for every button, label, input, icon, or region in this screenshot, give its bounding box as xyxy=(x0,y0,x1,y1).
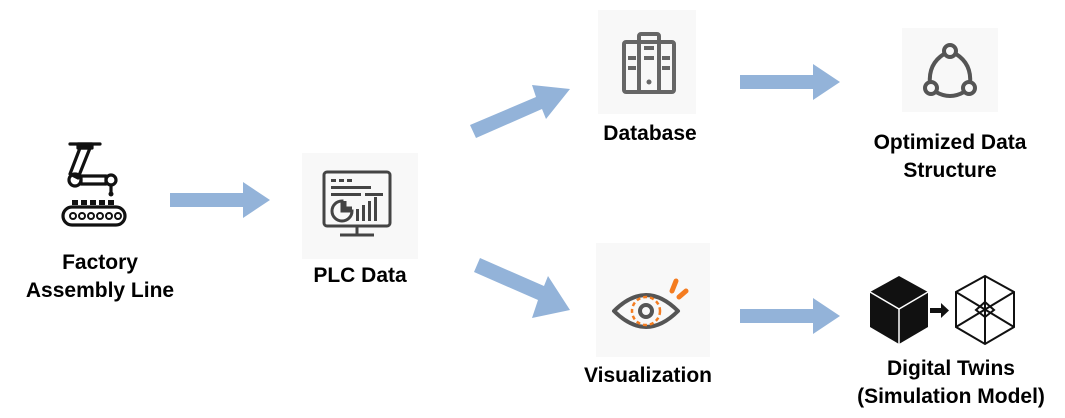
node-label: Optimized Data Structure xyxy=(873,131,1027,182)
node-label: Digital Twins (Simulation Model) xyxy=(857,357,1045,408)
icon-tile xyxy=(598,10,696,114)
arrow-right-icon xyxy=(930,303,949,318)
arrow-plc-to-database xyxy=(470,85,570,138)
arrow-shape xyxy=(470,85,570,138)
arrow-visualization-to-digital-twins xyxy=(740,298,840,334)
eye-focus-icon xyxy=(612,278,689,329)
arrow-database-to-optimized xyxy=(740,64,840,100)
arrow-shape xyxy=(740,298,840,334)
arrow-factory-to-plc xyxy=(170,182,270,218)
arrow-shape xyxy=(170,182,270,218)
solid-cube-to-wireframe-cube-icon xyxy=(869,274,1015,346)
arrow-shape xyxy=(740,64,840,100)
robot-arm-conveyor-icon xyxy=(61,142,127,227)
solid-cube-icon xyxy=(869,276,929,344)
arrow-shape xyxy=(474,258,570,318)
server-tower-icon xyxy=(622,32,676,94)
node-label: PLC Data xyxy=(313,264,407,287)
node-label: Factory Assembly Line xyxy=(25,251,175,302)
arrow-plc-to-visualization xyxy=(474,258,570,318)
node-label: Visualization xyxy=(584,364,712,387)
monitor-dashboard-icon xyxy=(322,170,392,237)
network-nodes-icon xyxy=(923,43,977,98)
wireframe-cube-icon xyxy=(955,274,1015,346)
node-label: Database xyxy=(603,122,697,145)
